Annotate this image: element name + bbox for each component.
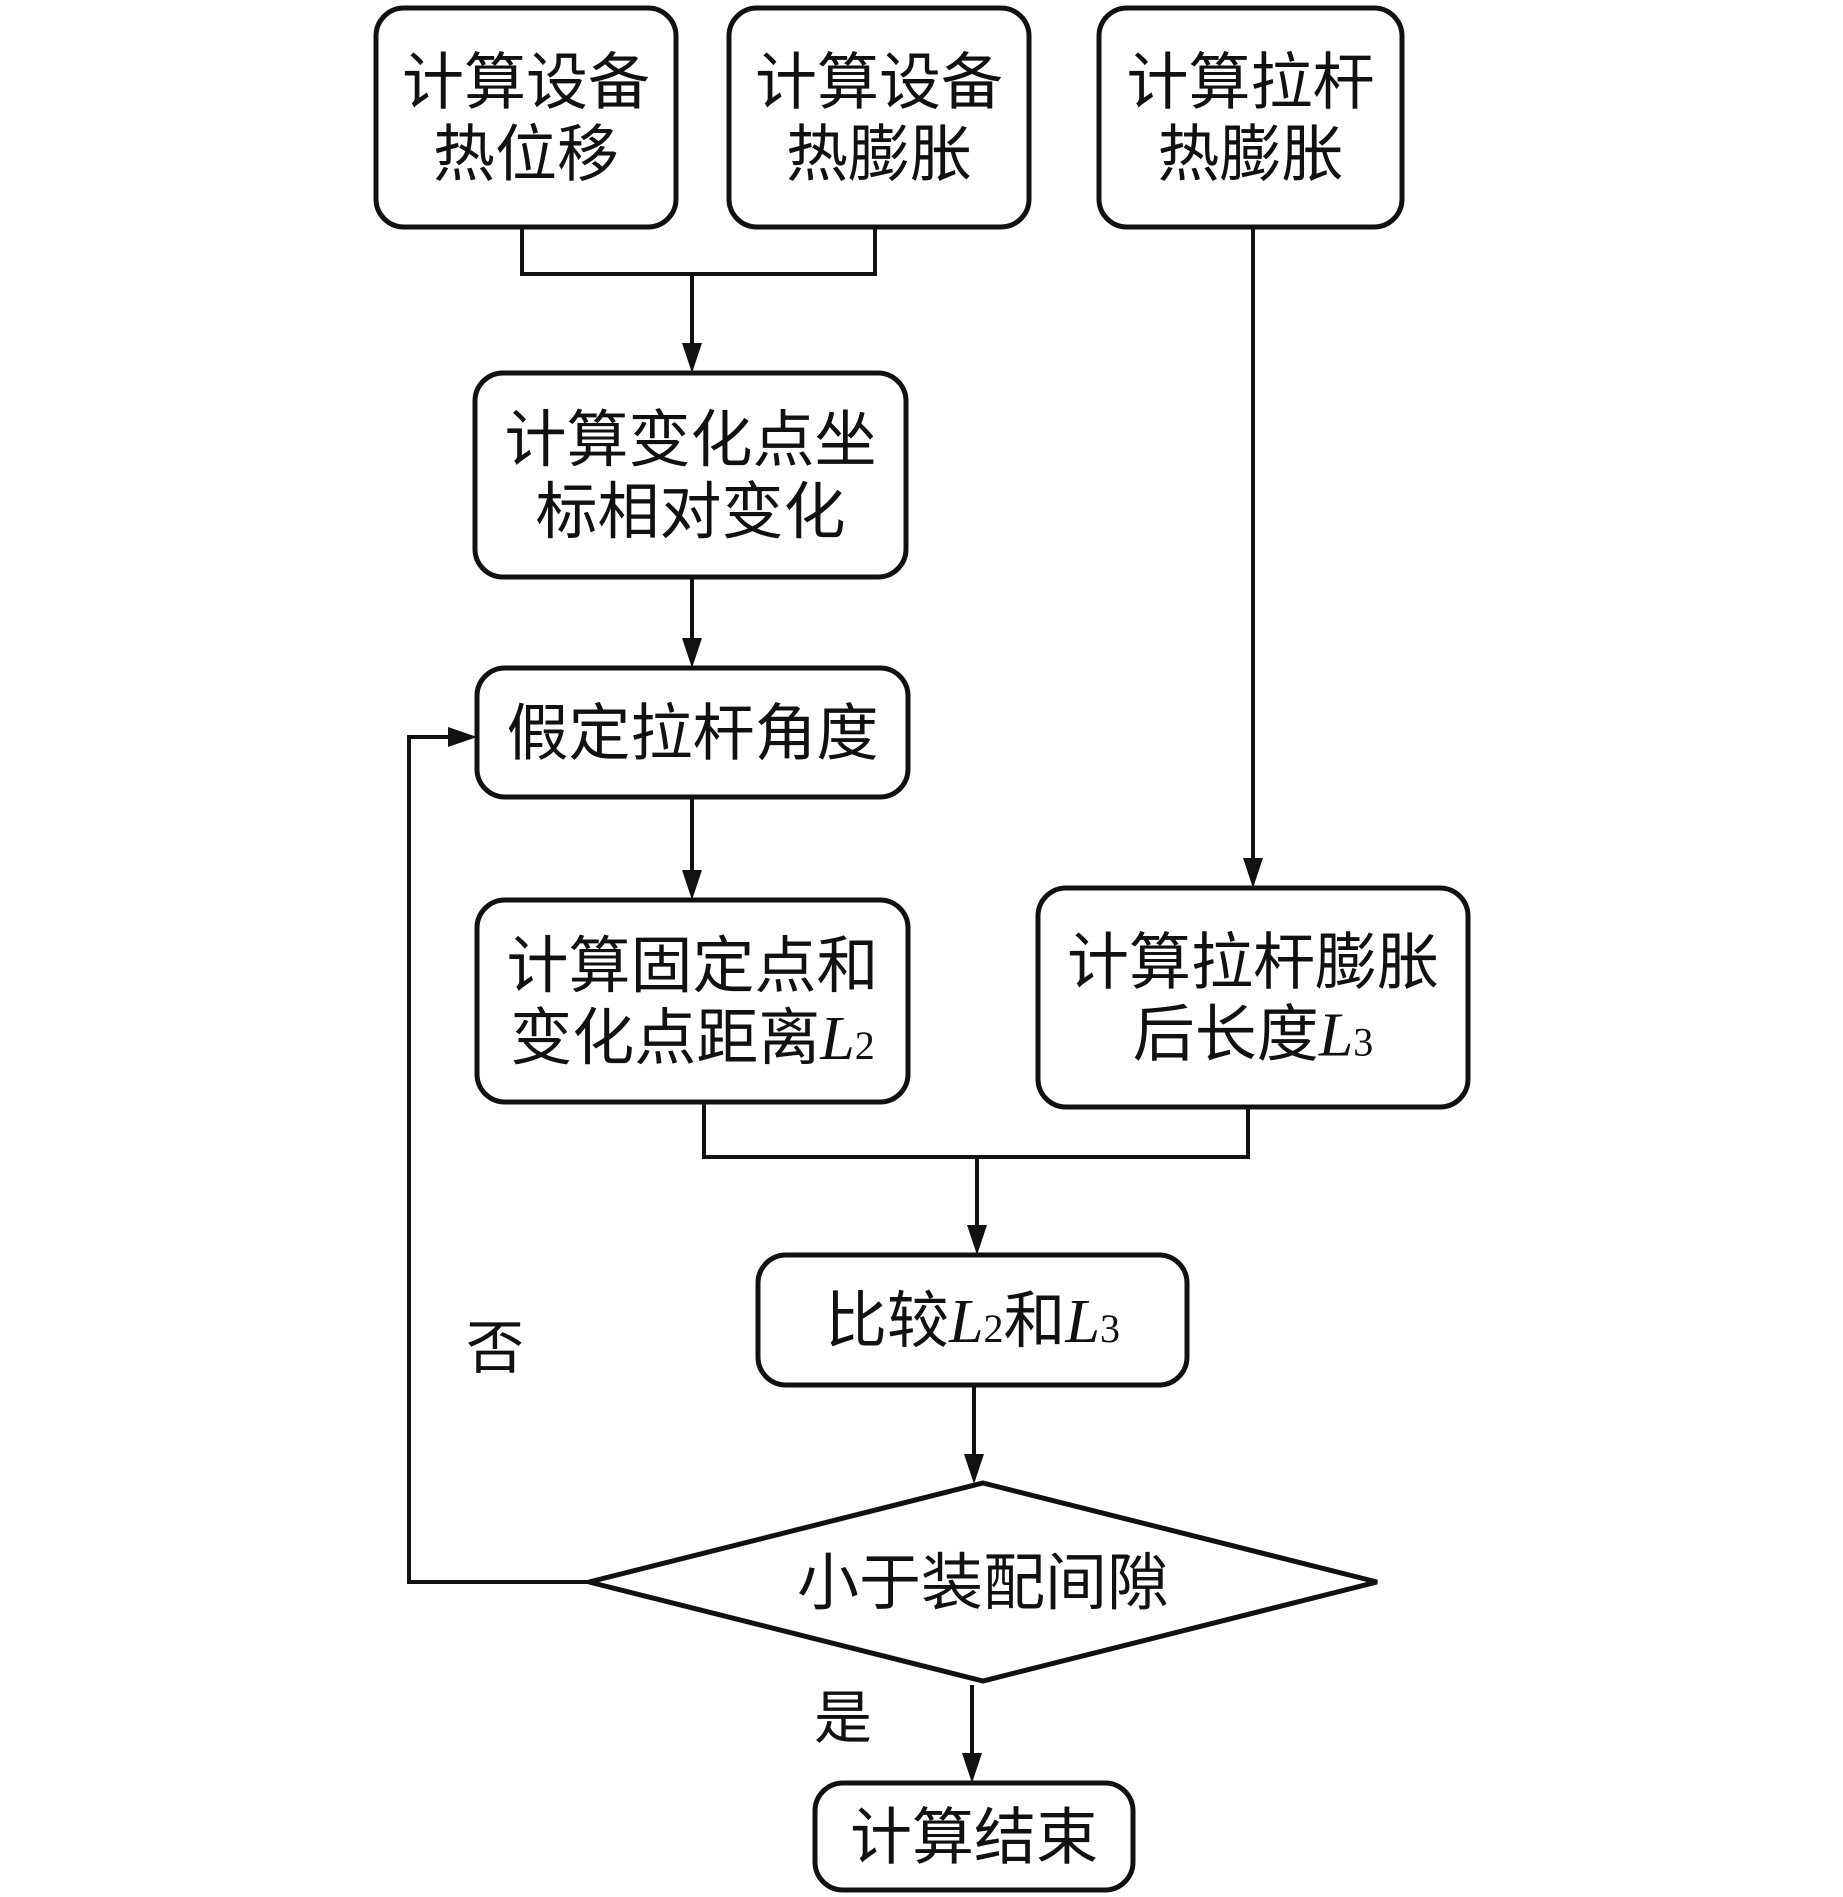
node-label-line: 计算拉杆 [1126,46,1374,119]
arrowhead-n4 [682,343,702,373]
process-box [726,5,1032,230]
node-label-line: 计算设备 [755,46,1003,119]
subscript: 2 [855,1023,875,1068]
variable-symbol: L [1065,1288,1100,1356]
label-text: 计算固定点和 [506,929,878,1002]
node-label-line: 计算固定点和 [506,929,878,1002]
label-text: 计算设备 [402,46,650,119]
node-label-line: 计算结束 [850,1801,1098,1874]
process-box [1096,5,1405,230]
variable-symbol: L [819,1005,854,1073]
label-text: 标相对变化 [535,475,845,548]
subscript: 3 [1353,1020,1373,1065]
label-text: 比较 [825,1284,949,1357]
arrowhead-n7 [1243,858,1263,888]
subscript: 2 [984,1306,1004,1351]
label-text: 计算拉杆膨胀 [1067,926,1439,999]
nodes: 计算设备热位移计算设备热膨胀计算拉杆热膨胀计算变化点坐标相对变化假定拉杆角度计算… [373,5,1471,1893]
edge-label-yes: 是 [814,1684,872,1752]
connectors [407,227,1263,1783]
label-text: 计算设备 [755,46,1003,119]
variable-symbol: L [1318,1002,1353,1070]
arrowhead-n8 [967,1225,987,1255]
node-label-line: 计算设备 [402,46,650,119]
connector-n6-n7-merge [702,1102,1250,1159]
arrowhead-n6 [682,870,702,900]
process-box [474,897,911,1105]
process-box [472,370,909,580]
subscript: 3 [1100,1306,1120,1351]
connector-n9-no-loop [407,735,590,1584]
process-box [1035,885,1471,1110]
node-label-line: 热位移 [433,118,619,191]
node-label-line: 计算拉杆膨胀 [1067,926,1439,999]
process-box [812,1780,1136,1893]
process-box [474,665,911,800]
arrowhead-n9 [964,1454,984,1484]
node-label-line: 小于装配间隙 [797,1546,1169,1619]
node-label-line: 变化点距离L2 [510,1001,875,1074]
label-text: 小于装配间隙 [797,1546,1169,1619]
variable-symbol: L [948,1288,983,1356]
node-label-line: 计算变化点坐 [504,403,876,476]
label-text: 假定拉杆角度 [506,697,878,770]
node-n10: 计算结束 [812,1780,1136,1893]
process-box [755,1252,1190,1388]
process-box [373,5,679,230]
label-text: 变化点距离 [510,1001,820,1074]
label-text: 后长度 [1133,998,1319,1071]
label-text: 和 [1004,1284,1066,1357]
label-text: 计算变化点坐 [504,403,876,476]
label-text: 计算结束 [850,1801,1098,1874]
label-text: 计算拉杆 [1126,46,1374,119]
arrowhead-loop-n5 [448,727,477,747]
node-label-line: 热膨胀 [1157,118,1343,191]
node-label-line: 标相对变化 [535,475,845,548]
arrowhead-n10 [962,1753,982,1783]
node-label-line: 比较L2和L3 [825,1284,1120,1357]
label-text: 热位移 [433,118,619,191]
connector-n1-n2-merge [520,227,877,276]
node-label-line: 后长度L3 [1133,998,1374,1071]
label-text: 热膨胀 [1157,118,1343,191]
decision-diamond [588,1480,1378,1684]
node-n9: 小于装配间隙 [588,1480,1378,1684]
edge-label-no: 否 [466,1314,524,1382]
node-n8: 比较L2和L3 [755,1252,1190,1388]
label-text: 热膨胀 [786,118,972,191]
node-label-line: 假定拉杆角度 [506,697,878,770]
node-label-line: 热膨胀 [786,118,972,191]
arrowhead-n5 [682,638,702,668]
node-n5: 假定拉杆角度 [474,665,911,800]
